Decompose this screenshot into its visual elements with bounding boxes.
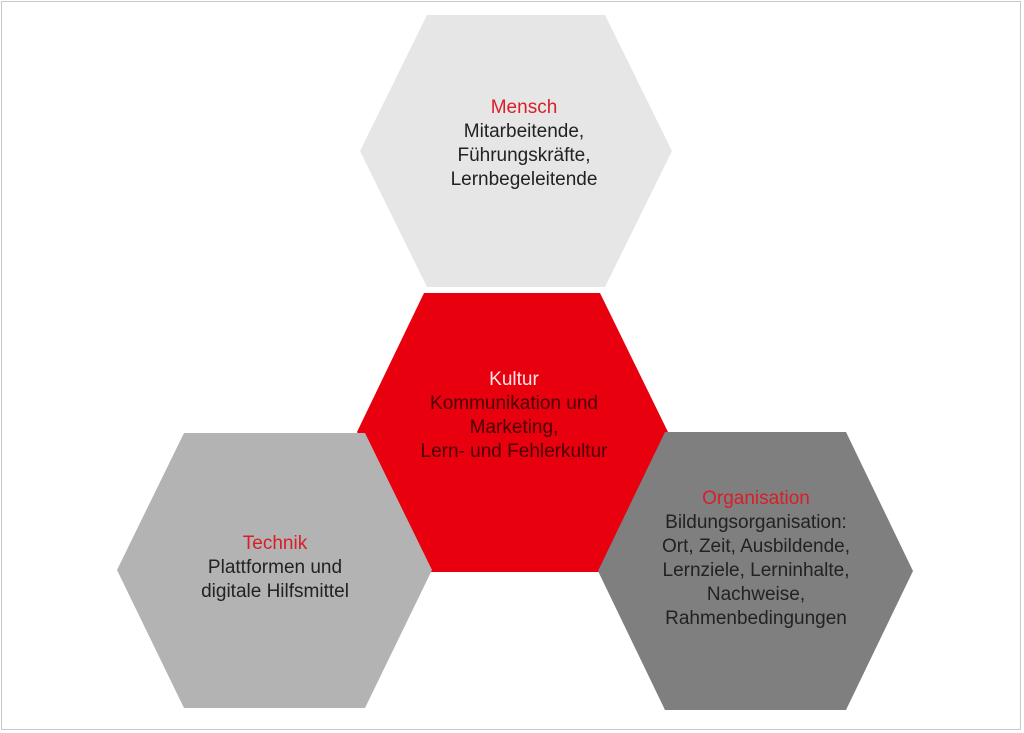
- kultur-title: Kultur: [489, 369, 539, 390]
- mensch-text: Mensch Mitarbeitende, Führungskräfte, Le…: [451, 96, 598, 192]
- mensch-line: Führungskräfte,: [457, 145, 591, 166]
- organisation-line: Ort, Zeit, Ausbildende,: [662, 536, 850, 557]
- technik-line: digitale Hilfsmittel: [201, 581, 349, 602]
- hexagon-mensch: [360, 15, 672, 287]
- kultur-text: Kultur Kommunikation und Marketing, Lern…: [421, 368, 608, 464]
- kultur-line: Kommunikation und: [430, 393, 598, 414]
- mensch-line: Mitarbeitende,: [463, 121, 585, 142]
- technik-line: Plattformen und: [207, 557, 343, 578]
- technik-title: Technik: [242, 533, 308, 554]
- hexagon-organisation: [598, 432, 913, 710]
- organisation-line: Rahmenbedingungen: [665, 608, 847, 629]
- organisation-line: Nachweise,: [706, 584, 806, 605]
- hexagon-technik: [117, 433, 432, 708]
- organisation-text: Organisation Bildungsorganisation: Ort, …: [662, 487, 850, 631]
- organisation-title: Organisation: [702, 488, 810, 509]
- kultur-line: Marketing,: [469, 417, 559, 438]
- organisation-line: Lernziele, Lerninhalte,: [662, 560, 850, 581]
- technik-text: Technik Plattformen und digitale Hilfsmi…: [201, 532, 349, 604]
- mensch-title: Mensch: [490, 97, 558, 118]
- mensch-line: Lernbegeleitende: [450, 169, 598, 190]
- kultur-line: Lern- und Fehlerkultur: [420, 441, 608, 462]
- organisation-line: Bildungsorganisation:: [665, 512, 847, 533]
- hexagon-kultur: [357, 293, 668, 572]
